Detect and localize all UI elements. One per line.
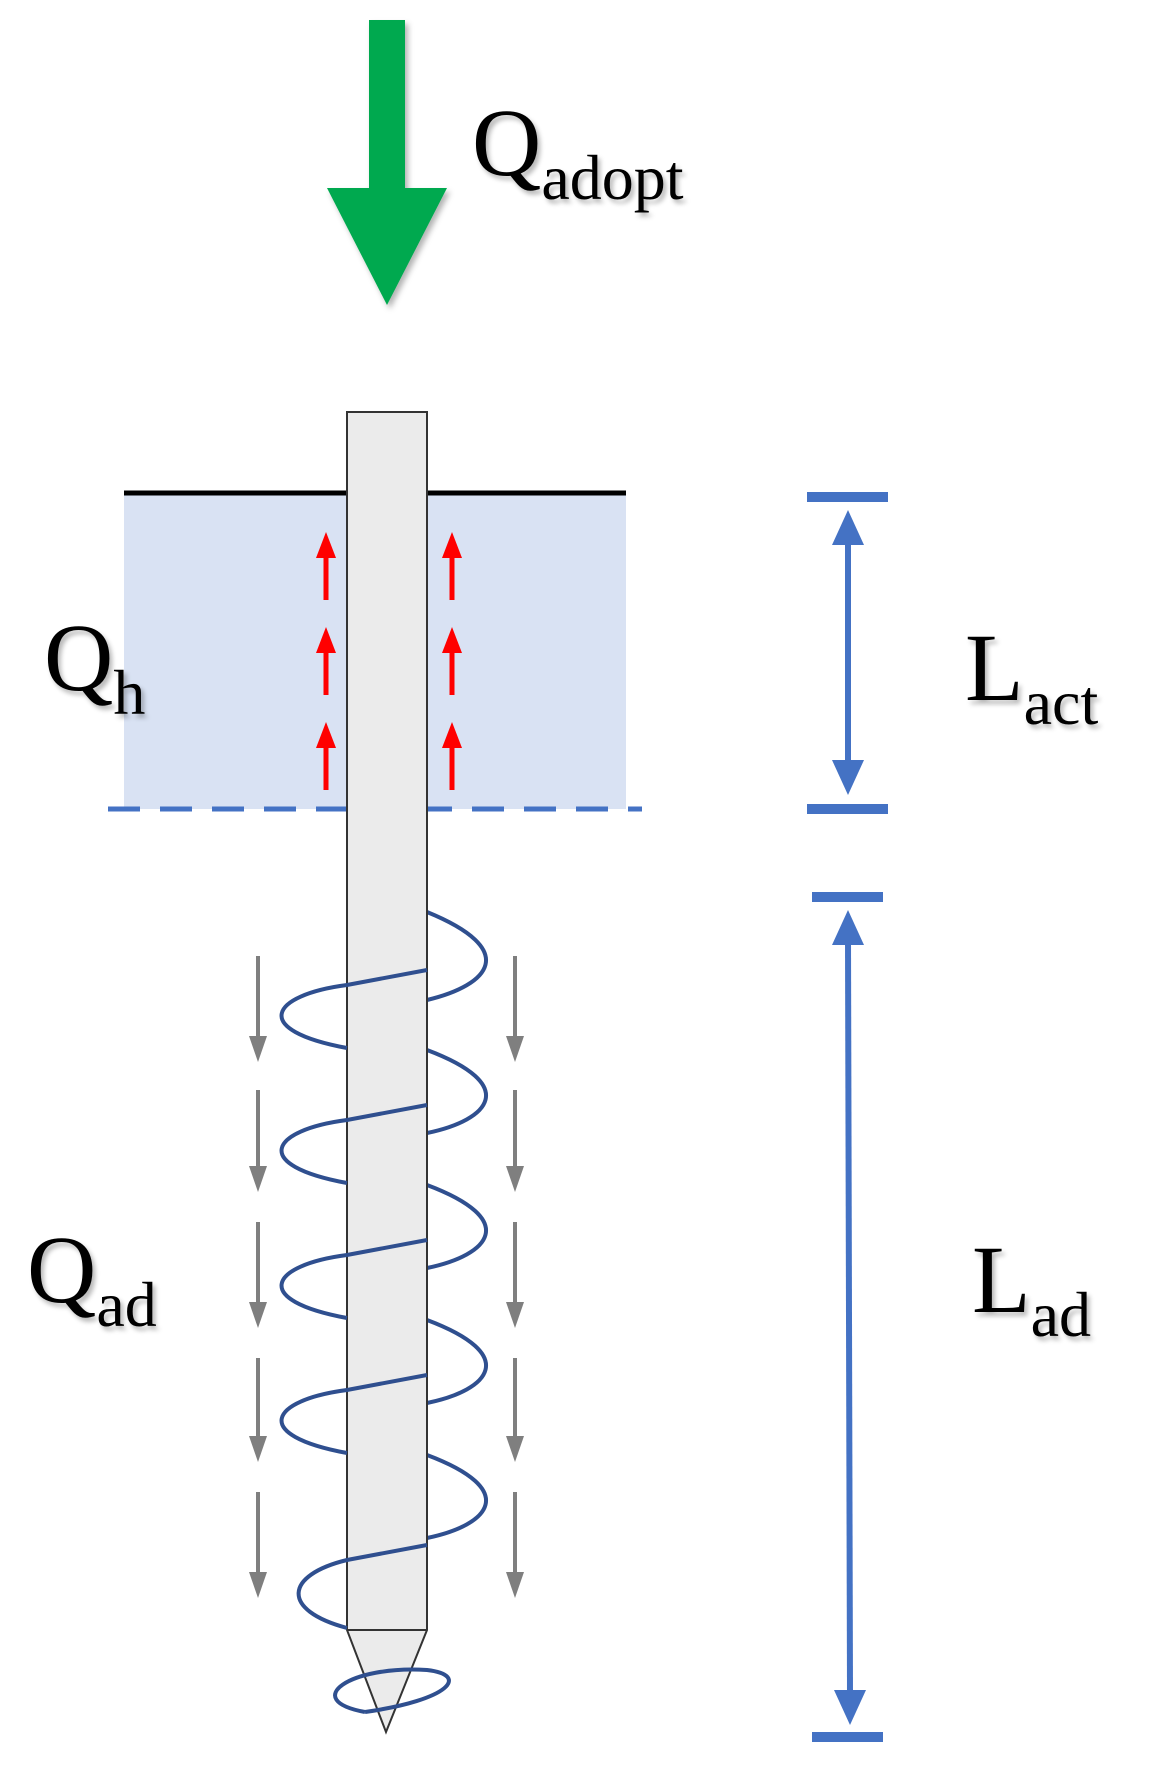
label-q-h: Qh xyxy=(44,610,145,725)
arrow-up-icon xyxy=(442,722,462,790)
heave-arrows xyxy=(316,532,462,790)
arrow-down-icon xyxy=(249,1492,267,1598)
arrow-up-icon xyxy=(442,532,462,600)
label-q-ad: Qad xyxy=(27,1222,157,1337)
arrow-down-icon xyxy=(506,1222,524,1328)
label-l-act: Lact xyxy=(965,620,1098,735)
pile-shaft xyxy=(346,411,428,1735)
label-l-ad: Lad xyxy=(972,1232,1091,1347)
helix-front-segments xyxy=(279,968,451,1714)
arrow-down-icon xyxy=(249,1358,267,1462)
helix-back-segments xyxy=(426,910,488,1540)
label-main: Q xyxy=(27,1216,97,1323)
label-subscript: ad xyxy=(96,1269,157,1340)
label-main: L xyxy=(965,614,1024,721)
arrow-up-icon xyxy=(316,627,336,695)
arrow-down-icon xyxy=(249,956,267,1062)
label-subscript: adopt xyxy=(541,142,684,213)
double-arrow-icon xyxy=(834,1690,866,1725)
dimension-l-ad xyxy=(812,892,883,1742)
label-main: L xyxy=(972,1226,1031,1333)
double-arrow-icon xyxy=(832,510,864,545)
load-arrow-shaft xyxy=(369,20,405,192)
arrow-down-icon xyxy=(506,1090,524,1192)
label-main: Q xyxy=(472,89,542,196)
label-subscript: ad xyxy=(1030,1279,1092,1350)
arrow-up-icon xyxy=(316,722,336,790)
arrow-down-icon xyxy=(506,1492,524,1598)
arrow-down-icon xyxy=(249,1222,267,1328)
arrow-up-icon xyxy=(442,627,462,695)
label-main: Q xyxy=(44,604,114,711)
label-subscript: h xyxy=(113,657,146,728)
load-arrow-icon xyxy=(327,20,447,305)
arrow-up-icon xyxy=(316,532,336,600)
arrow-down-icon xyxy=(506,956,524,1062)
dimension-l-act xyxy=(807,492,888,814)
double-arrow-icon xyxy=(832,910,864,945)
load-arrow-head xyxy=(327,188,447,305)
arrow-down-icon xyxy=(506,1358,524,1462)
label-q-adopt: Qadopt xyxy=(472,95,684,210)
label-subscript: act xyxy=(1023,667,1099,738)
double-arrow-icon xyxy=(832,760,864,795)
downdrag-arrows xyxy=(249,956,524,1598)
dim-line xyxy=(845,939,853,1696)
arrow-down-icon xyxy=(249,1090,267,1192)
